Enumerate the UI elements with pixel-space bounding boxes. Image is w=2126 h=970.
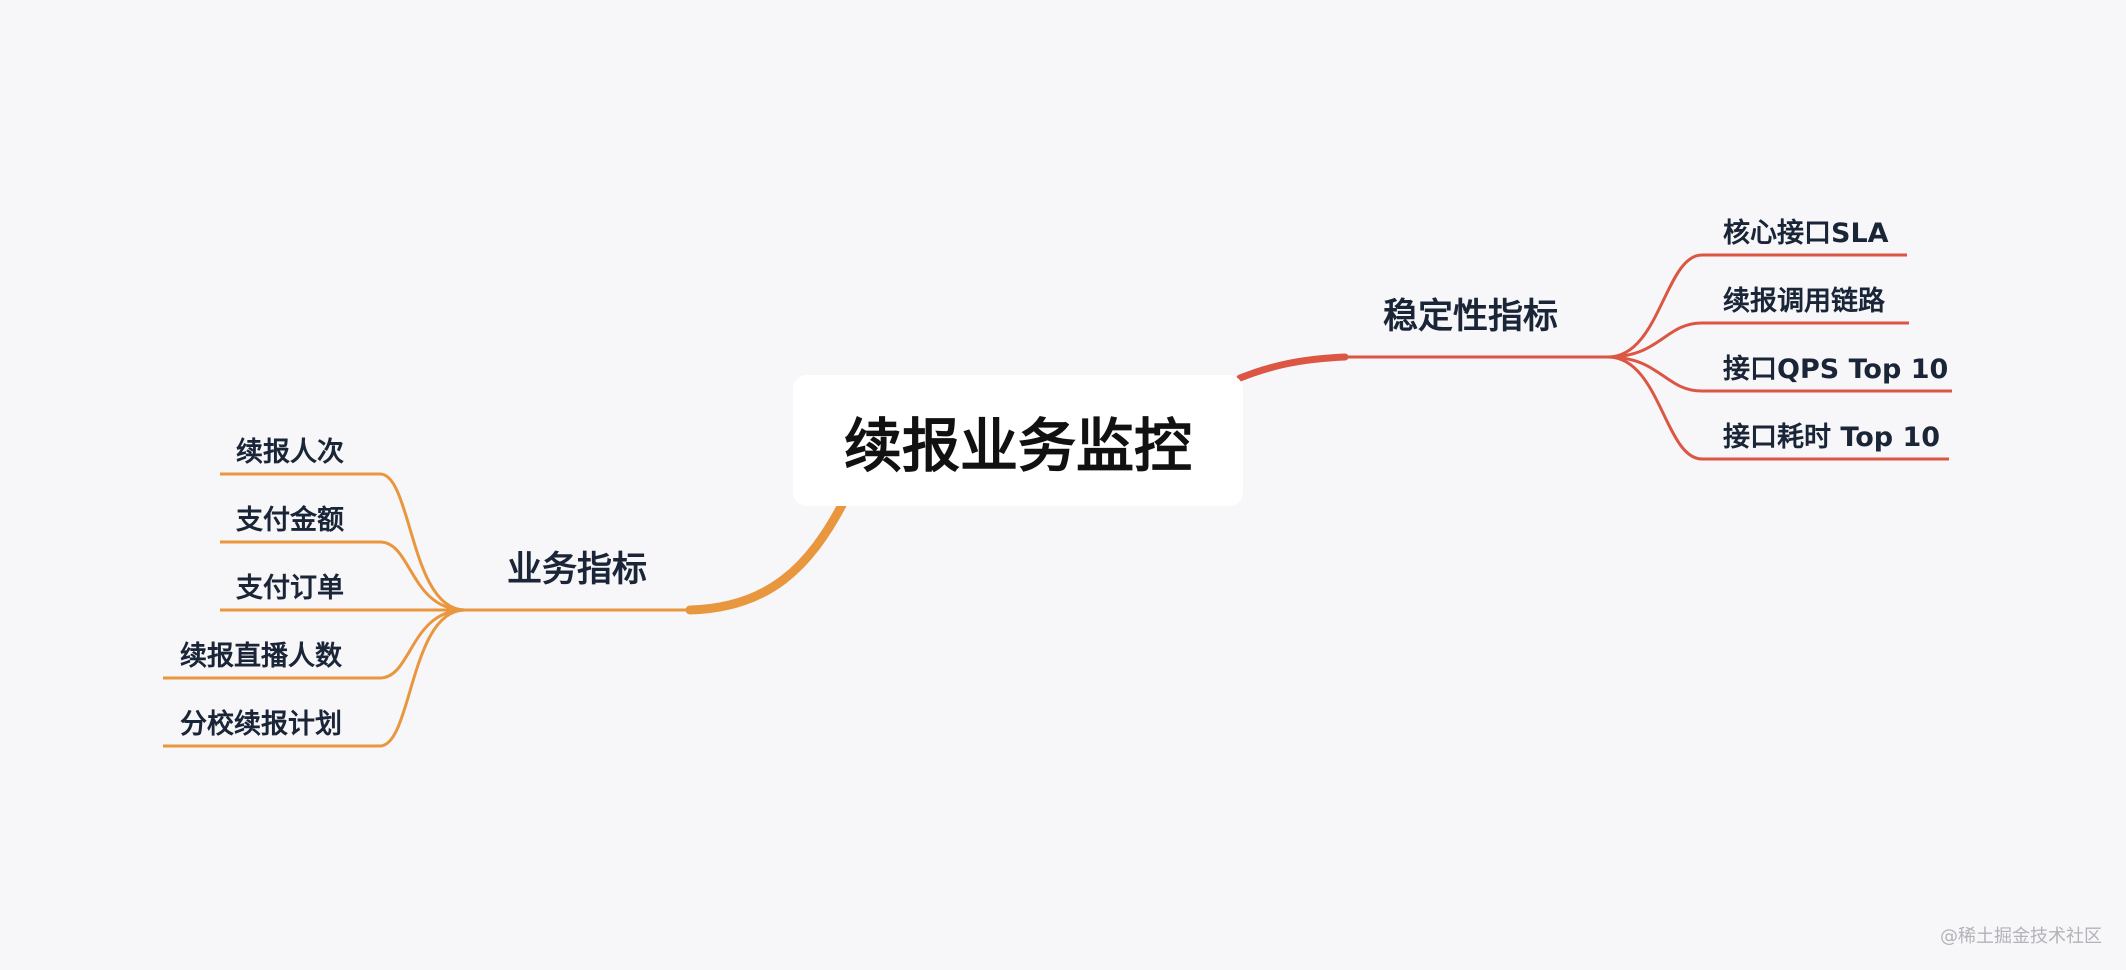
connector-leaf-sla bbox=[1607, 253, 1907, 359]
root-node[interactable]: 续报业务监控 bbox=[793, 375, 1243, 506]
leaf-branch-renewal-plan[interactable]: 分校续报计划 bbox=[180, 709, 342, 740]
leaf-payment-orders[interactable]: 支付订单 bbox=[236, 573, 344, 604]
leaf-api-latency-top10[interactable]: 接口耗时 Top 10 bbox=[1723, 422, 1941, 453]
connector-leaf-latency bbox=[1607, 355, 1949, 461]
watermark: @稀土掘金技术社区 bbox=[1940, 926, 2102, 947]
connector-leaf-amount bbox=[220, 540, 466, 612]
connector-leaf-plan bbox=[163, 608, 466, 748]
branch-stability-label[interactable]: 稳定性指标 bbox=[1383, 297, 1559, 337]
connector-leaf-chain bbox=[1607, 321, 1909, 359]
leaf-payment-amount[interactable]: 支付金额 bbox=[236, 505, 344, 536]
root-title: 续报业务监控 bbox=[843, 411, 1192, 480]
connector-root-stability-thick bbox=[1236, 353, 1349, 382]
leaf-renewal-call-chain[interactable]: 续报调用链路 bbox=[1723, 286, 1885, 317]
connector-leaf-live bbox=[163, 608, 466, 680]
connector-leaf-renewals bbox=[220, 472, 466, 612]
connector-root-business bbox=[465, 504, 844, 612]
leaf-renewal-count[interactable]: 续报人次 bbox=[236, 437, 344, 468]
connector-root-business-thick bbox=[685, 500, 847, 615]
leaf-core-api-sla[interactable]: 核心接口SLA bbox=[1723, 218, 1889, 249]
branch-business-label[interactable]: 业务指标 bbox=[507, 550, 648, 590]
leaf-api-qps-top10[interactable]: 接口QPS Top 10 bbox=[1723, 354, 1949, 385]
leaf-renewal-live-users[interactable]: 续报直播人数 bbox=[180, 641, 342, 672]
connector-leaf-qps bbox=[1607, 355, 1952, 393]
